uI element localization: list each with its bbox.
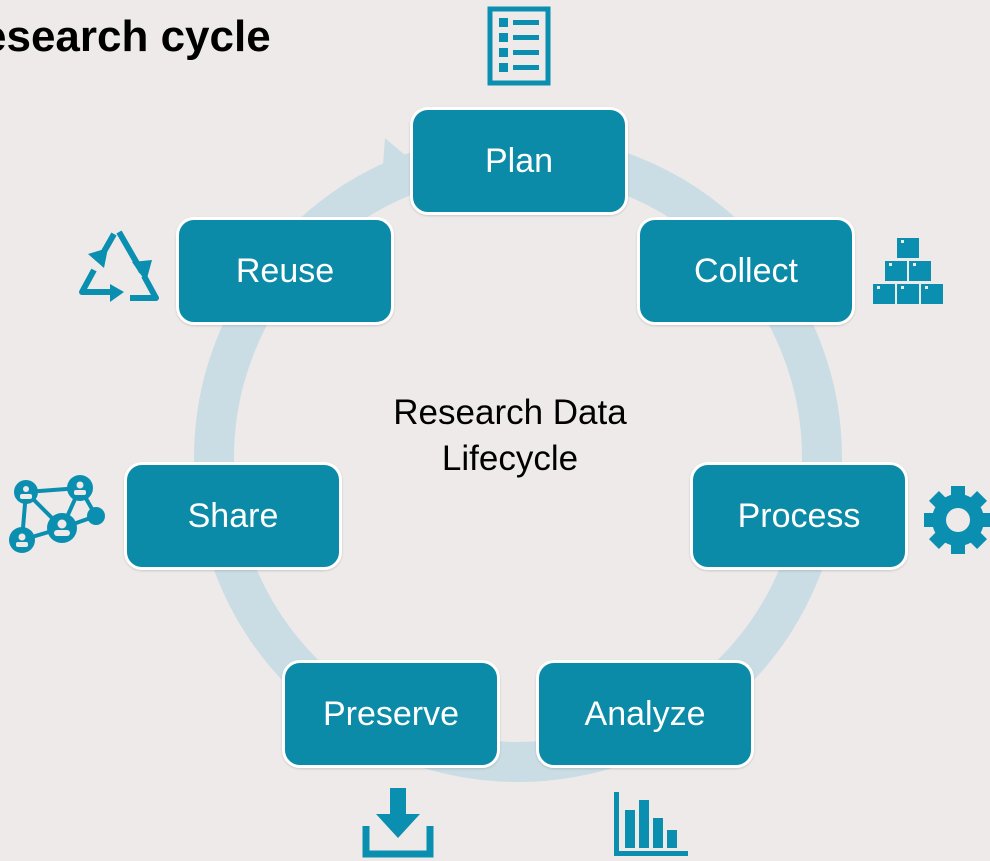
step-share[interactable]: Share <box>124 462 342 570</box>
center-label-line-1: Research Data <box>393 393 627 432</box>
step-collect[interactable]: Collect <box>637 217 855 325</box>
network-people-icon <box>4 470 112 566</box>
download-icon <box>362 784 434 858</box>
gear-icon <box>918 480 990 560</box>
recycle-icon <box>74 222 164 312</box>
bar-chart-icon <box>610 788 690 858</box>
page-title: esearch cycle <box>0 12 271 61</box>
center-label-line-2: Lifecycle <box>441 438 579 478</box>
checklist-icon <box>487 6 551 86</box>
step-plan[interactable]: Plan <box>410 107 628 215</box>
step-preserve[interactable]: Preserve <box>282 660 500 768</box>
step-process[interactable]: Process <box>690 462 908 570</box>
stacked-boxes-icon <box>870 236 946 306</box>
center-label: Research Data Lifecycle <box>330 390 690 481</box>
step-analyze[interactable]: Analyze <box>536 660 754 768</box>
cycle-arrowhead <box>380 138 420 205</box>
step-reuse[interactable]: Reuse <box>176 217 394 325</box>
